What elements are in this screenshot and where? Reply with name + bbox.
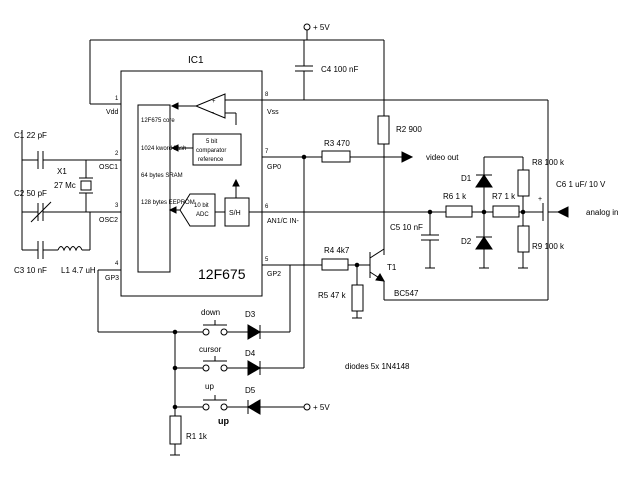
transistor-stage: R4 4k7 T1 BC547 R5 47 k (290, 246, 419, 319)
svg-text:2: 2 (115, 151, 119, 157)
svg-text:10 bit: 10 bit (194, 203, 209, 209)
svg-text:D1: D1 (461, 174, 472, 183)
resistor-r8 (517, 169, 530, 197)
svg-text:+: + (212, 99, 216, 105)
svg-text:7: 7 (265, 149, 269, 155)
svg-text:C6 1 uF/ 10 V: C6 1 uF/ 10 V (556, 180, 606, 189)
svg-text:cursor: cursor (199, 345, 222, 354)
svg-text:up: up (205, 382, 214, 391)
capacitor-c4: C4 100 nF (295, 40, 358, 100)
vcc-terminal-bottom (303, 403, 311, 411)
diode-d1 (475, 174, 493, 188)
ic1-ref: IC1 (188, 55, 204, 66)
svg-text:C4 100 nF: C4 100 nF (321, 65, 358, 74)
svg-text:video out: video out (426, 153, 459, 162)
svg-text:27 Mc: 27 Mc (54, 181, 76, 190)
svg-text:GP2: GP2 (267, 271, 281, 278)
svg-text:OSC2: OSC2 (99, 217, 118, 224)
core-block (137, 104, 171, 273)
svg-text:S/H: S/H (229, 210, 241, 217)
label-c3: C3 10 nF (14, 266, 47, 275)
svg-text:AN1/C IN-: AN1/C IN- (267, 218, 300, 225)
svg-text:R6 1 k: R6 1 k (443, 192, 467, 201)
svg-text:D2: D2 (461, 237, 472, 246)
svg-text:D4: D4 (245, 349, 256, 358)
svg-text:R7 1 k: R7 1 k (492, 192, 516, 201)
svg-text:R2 900: R2 900 (396, 125, 422, 134)
button-matrix: down D3 cursor D4 up up (97, 154, 410, 456)
label-l1: L1 4.7 uH (61, 266, 96, 275)
svg-text:6: 6 (265, 204, 269, 210)
resistor-r7 (492, 205, 520, 218)
svg-text:down: down (201, 308, 220, 317)
resistor-r1 (169, 415, 182, 445)
svg-text:GP3: GP3 (105, 275, 119, 282)
sram-label: 64 bytes SRAM (141, 173, 183, 179)
resistor-r2 (377, 115, 390, 145)
svg-text:5 bit: 5 bit (206, 139, 218, 145)
resistor-r6 (445, 205, 473, 218)
label-c1: C1 22 pF (14, 131, 47, 140)
svg-text:R1 1k: R1 1k (186, 432, 208, 441)
svg-text:3: 3 (115, 203, 119, 209)
resistor-r9 (517, 225, 530, 253)
comparator-triangle (194, 93, 226, 119)
svg-text:GP0: GP0 (267, 164, 281, 171)
eeprom-label: 128 bytes EEPROM (141, 200, 195, 206)
diode-d4 (247, 360, 261, 376)
svg-text:X1: X1 (57, 167, 67, 176)
comparator-reference-block (192, 133, 242, 166)
svg-text:up: up (218, 416, 229, 426)
adc-block (179, 193, 216, 227)
svg-text:5: 5 (265, 257, 269, 263)
svg-text:1: 1 (115, 96, 119, 102)
svg-text:D5: D5 (245, 386, 256, 395)
supply-top: + 5V (89, 23, 385, 104)
svg-text:+: + (538, 196, 542, 203)
svg-text:T1: T1 (387, 263, 397, 272)
svg-text:R5 47 k: R5 47 k (318, 291, 347, 300)
ic1-body (120, 70, 263, 297)
inductor-l1 (57, 246, 83, 252)
svg-text:OSC1: OSC1 (99, 164, 118, 171)
svg-text:analog in: analog in (586, 208, 618, 217)
diode-d3 (247, 324, 261, 340)
ic1-part: 12F675 (198, 266, 246, 282)
svg-text:D3: D3 (245, 310, 256, 319)
diodes-note: diodes 5x 1N4148 (345, 362, 410, 371)
diode-d2 (475, 236, 493, 250)
svg-text:reference: reference (198, 157, 224, 163)
svg-text:+ 5V: + 5V (313, 23, 330, 32)
flash-label: 1024 kword flash (141, 146, 186, 152)
svg-text:8: 8 (265, 92, 269, 98)
diode-d5 (247, 399, 261, 415)
label-c2: C2 50 pF (14, 189, 47, 198)
analog-in-arrow (556, 206, 569, 218)
resistor-r5 (351, 284, 364, 312)
oscillator-network: C1 22 pF X1 27 Mc C2 50 pF C3 10 nF L1 4… (14, 130, 96, 275)
resistor-r4 (321, 258, 349, 271)
core-label: 12F675 core (141, 118, 175, 124)
video-output: R3 470 video out R2 900 (321, 100, 459, 255)
svg-text:4: 4 (115, 261, 119, 267)
analog-input: D1 R8 100 k R6 1 k R7 1 k + C6 1 uF/ 10 … (390, 156, 618, 269)
svg-text:comparator: comparator (196, 148, 226, 154)
svg-text:ADC: ADC (196, 212, 209, 218)
svg-text:R4 4k7: R4 4k7 (324, 246, 350, 255)
svg-text:R3 470: R3 470 (324, 139, 350, 148)
resistor-r3 (321, 150, 351, 163)
svg-text:+ 5V: + 5V (313, 403, 330, 412)
svg-text:C5 10 nF: C5 10 nF (390, 223, 423, 232)
svg-text:R8 100 k: R8 100 k (532, 158, 565, 167)
svg-text:BC547: BC547 (394, 289, 419, 298)
video-out-arrow (401, 151, 414, 163)
svg-text:Vss: Vss (267, 109, 279, 116)
svg-text:R9 100 k: R9 100 k (532, 242, 565, 251)
svg-text:-: - (212, 110, 214, 116)
svg-text:Vdd: Vdd (106, 109, 119, 116)
ic1: IC1 12F675 12F675 core 1024 kword flash … (90, 55, 446, 297)
vcc-terminal-top (303, 23, 311, 31)
